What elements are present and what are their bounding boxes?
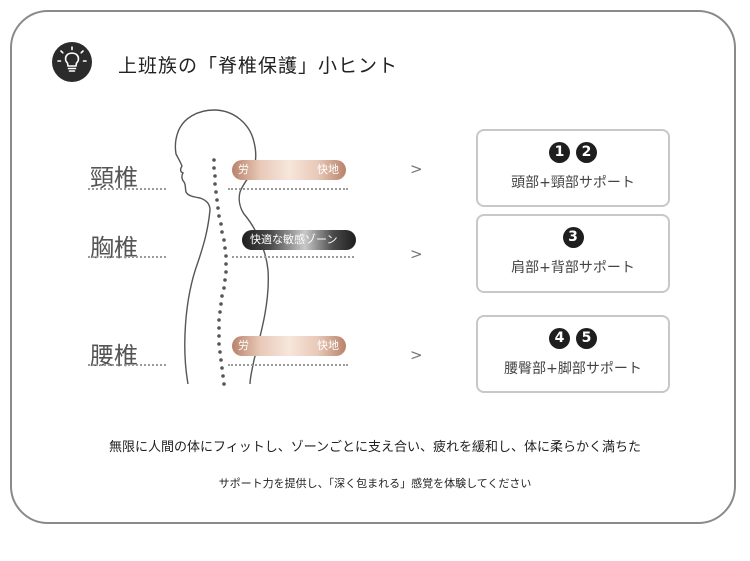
lumbar-pill-right-text: 快地: [317, 339, 339, 352]
thoracic-support-pill: 快適な敏感ゾーン: [242, 230, 356, 250]
lumbar-leader-line: [88, 364, 166, 366]
number-badge: 3: [562, 227, 584, 248]
cervical-pill-right-text: 快地: [317, 163, 339, 176]
arrow-thoracic: >: [410, 245, 423, 263]
lightbulb-icon: [52, 42, 92, 82]
cervical-support-pill: 労 快地: [232, 160, 346, 180]
number-badge: 4: [549, 328, 570, 349]
support-box-hip-legs: 4 5 腰臀部+脚部サポート: [476, 315, 670, 393]
cervical-marker-line: [228, 188, 348, 190]
page-title: 上班族の「脊椎保護」小ヒント: [118, 55, 399, 77]
footer-text-line2: サポート力を提供し、「深く包まれる」感覚を体験してください: [218, 477, 532, 490]
number-badge: 2: [576, 142, 597, 163]
number-badge: 5: [576, 328, 597, 349]
support-box-head-neck: 1 2 頭部+頸部サポート: [476, 129, 670, 207]
support-box-label: 頭部+頸部サポート: [511, 175, 635, 191]
thoracic-pill-text: 快適な敏感ゾーン: [250, 233, 338, 246]
number-badge: 1: [549, 142, 570, 163]
footer-text-line1: 無限に人間の体にフィットし、ゾーンごとに支え合い、疲れを緩和し、体に柔らかく満ち…: [108, 440, 642, 455]
lumbar-pill-left-text: 労: [238, 339, 249, 352]
cervical-leader-line: [88, 188, 166, 190]
arrow-cervical: >: [410, 160, 423, 178]
support-box-label: 肩部+背部サポート: [511, 260, 635, 276]
arrow-lumbar: >: [410, 346, 423, 364]
lumbar-support-pill: 労 快地: [232, 336, 346, 356]
support-box-label: 腰臀部+脚部サポート: [504, 361, 642, 377]
thoracic-marker-line: [232, 256, 354, 258]
region-label-cervical: 頸椎: [90, 164, 138, 192]
lumbar-marker-line: [228, 364, 348, 366]
thoracic-leader-line: [88, 256, 166, 258]
support-box-shoulder-back: 3 肩部+背部サポート: [476, 214, 670, 293]
cervical-pill-left-text: 労: [238, 163, 249, 176]
